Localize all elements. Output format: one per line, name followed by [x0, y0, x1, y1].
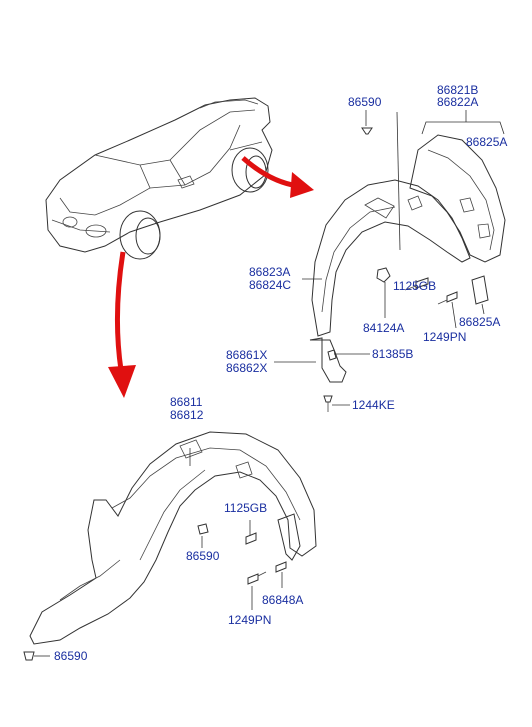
car-illustration [45, 97, 273, 260]
rear-screw-1249pn [437, 291, 458, 305]
label-rear-bracket-top: 86825A [466, 135, 507, 149]
label-rear-liner-main-a: 86823A [249, 265, 290, 279]
rear-liner-bracket [471, 275, 489, 305]
label-front-liner-b: 86812 [170, 408, 204, 422]
label-rear-liner-b: 86822A [437, 95, 478, 109]
label-mudguard-screw: 1244KE [352, 398, 395, 412]
part-labels: 86590 86821B 86822A 86825A 86823A 86824C… [54, 83, 507, 663]
label-front-liner-a: 86811 [170, 395, 203, 409]
front-clip-bottom [23, 651, 35, 661]
label-rear-screw2: 1249PN [423, 330, 466, 344]
rear-nut-84124a [376, 267, 391, 283]
label-front-bracket: 86848A [262, 593, 303, 607]
mudguard-screw-1244ke [323, 395, 333, 412]
label-front-screw2: 1249PN [228, 613, 271, 627]
front-screw-1249pn [247, 561, 287, 585]
front-clip-mid [197, 523, 209, 535]
front-wheel-liner [29, 431, 317, 645]
label-mudguard-a: 86861X [226, 348, 267, 362]
label-mudguard-nut: 81385B [372, 347, 413, 361]
label-rear-nut: 84124A [363, 321, 404, 335]
label-front-clip-mid: 86590 [186, 549, 220, 563]
label-front-clip-bottom: 86590 [54, 649, 88, 663]
mudguard-bracket [309, 337, 347, 383]
label-rear-clip-top: 86590 [348, 95, 382, 109]
label-rear-bracket-low: 86825A [459, 315, 500, 329]
rear-wheel-liner [311, 111, 471, 337]
label-rear-screw: 1125GB [393, 279, 436, 293]
label-mudguard-b: 86862X [226, 361, 267, 375]
rear-clip-86590 [361, 127, 373, 135]
red-arrow-front [108, 251, 136, 398]
red-arrow-rear [241, 156, 314, 198]
rear-liner-upper-section [409, 134, 506, 263]
leader-lines [34, 110, 505, 657]
label-front-screw: 1125GB [224, 501, 267, 515]
label-rear-liner-main-b: 86824C [249, 278, 291, 292]
label-rear-liner-a: 86821B [437, 83, 478, 97]
front-liner-bracket [277, 513, 301, 561]
front-screw-1125gb [245, 532, 257, 545]
